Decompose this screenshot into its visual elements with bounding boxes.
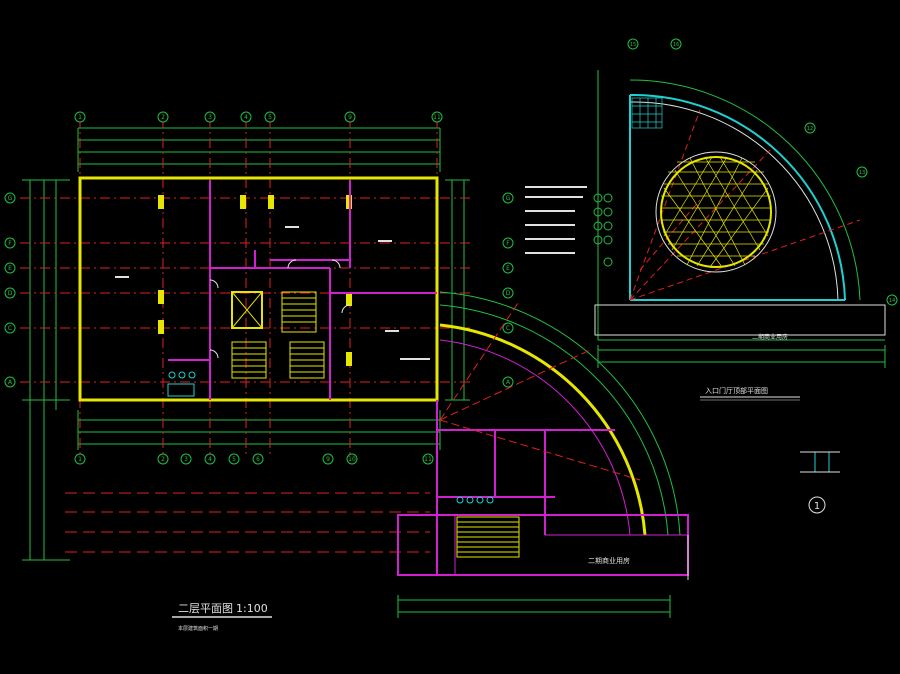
axis-labels-left: G F E D C A [8,195,13,386]
legend-notes [525,186,587,254]
top-dimension-chains [77,127,441,172]
axis-labels-bottom: 1 2 3 4 5 6 9 10 11 [78,456,432,463]
svg-text:11: 11 [424,456,432,463]
stair-core [231,291,325,379]
plan-note: 本层建筑面积一期 [178,625,218,632]
toilet-fixtures [167,371,196,397]
svg-text:F: F [506,240,510,247]
extension-stair [456,516,520,558]
axis-bubbles-bottom [74,453,434,465]
axis-grid [20,118,470,455]
svg-text:4: 4 [244,114,248,121]
svg-text:C: C [8,325,12,332]
entrance-plan-title: 入口门厅顶部平面图 [705,386,768,395]
lower-axis-lines [65,492,430,553]
svg-text:3: 3 [184,456,188,463]
svg-text:2: 2 [161,114,165,121]
svg-text:13: 13 [859,170,865,176]
wall-columns [158,195,352,366]
entrance-axis-labels: 15 16 14 13 12 [630,42,895,304]
detail-marker-number: 1 [814,501,820,512]
legend-symbols [593,193,613,267]
svg-text:4: 4 [208,456,212,463]
axis-bubbles-right [502,192,514,388]
svg-text:9: 9 [348,114,352,121]
detail-marker [808,496,826,514]
svg-text:2: 2 [161,456,165,463]
door-swings [209,259,351,359]
axis-bubble [204,111,216,123]
svg-text:1: 1 [78,456,82,463]
entrance-axis-bubbles [627,38,898,306]
left-dimension-chains [22,179,70,561]
exterior-walls [78,176,439,402]
extension-dimension [397,595,671,618]
entrance-room-label: 二期商业用房 [752,333,788,341]
svg-text:C: C [506,325,510,332]
svg-text:9: 9 [326,456,330,463]
svg-text:A: A [506,379,511,386]
svg-text:14: 14 [889,298,895,304]
svg-text:5: 5 [232,456,236,463]
plan-title: 二层平面图 [178,602,233,615]
svg-text:F: F [8,240,12,247]
skylight-dome [655,151,777,273]
axis-bubble [240,111,252,123]
axis-labels-right: G F E D C A [506,195,511,386]
axis-bubble [157,111,169,123]
svg-text:11: 11 [433,114,441,121]
interior-partitions [168,180,437,400]
svg-text:1: 1 [78,114,82,121]
axis-bubbles-left [4,192,16,388]
svg-text:D: D [506,290,511,297]
svg-text:3: 3 [208,114,212,121]
svg-text:D: D [8,290,13,297]
svg-text:E: E [8,265,12,272]
axis-bubbles-top [74,111,443,123]
extension-toilets [456,496,494,504]
extension-radial-axes [439,299,641,481]
svg-text:15: 15 [630,42,636,48]
right-dimension-chains [445,179,470,401]
svg-text:6: 6 [256,456,260,463]
axis-bubble [74,111,86,123]
svg-text:G: G [8,195,13,202]
curved-extension [397,291,689,580]
plan-title-block: 二层平面图 1:100 本层建筑面积一期 [172,602,272,632]
svg-text:G: G [506,195,511,202]
svg-text:E: E [506,265,510,272]
axis-bubble [344,111,356,123]
svg-text:12: 12 [807,126,813,132]
axis-labels-top: 1 2 3 4 5 9 11 [78,114,441,121]
axis-bubble [431,111,443,123]
svg-text:5: 5 [268,114,272,121]
corner-hatch [631,97,663,129]
svg-text:16: 16 [673,42,679,48]
svg-text:10: 10 [348,456,356,463]
entrance-dimension [597,345,886,368]
axis-bubble [264,111,276,123]
room-annotations [115,226,430,360]
svg-text:A: A [8,379,13,386]
bottom-dimension-chains [77,410,441,450]
entrance-plan [594,70,886,341]
extension-room-label: 二期商业用房 [588,556,630,565]
plan-scale: 1:100 [236,602,268,615]
detail-section: 1 [800,451,840,514]
